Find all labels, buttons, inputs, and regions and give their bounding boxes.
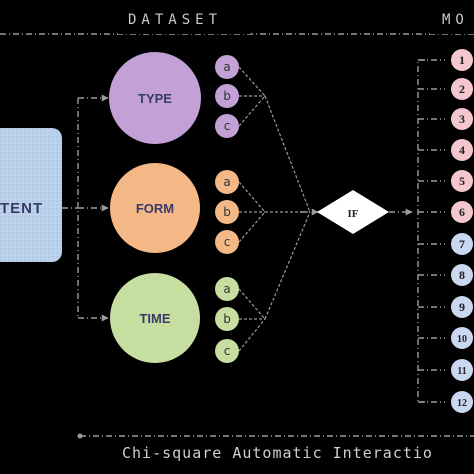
option-time-c: c bbox=[224, 344, 231, 358]
output-9: 9 bbox=[459, 300, 465, 314]
category-form: FORM bbox=[110, 163, 200, 253]
option-type-c: c bbox=[224, 119, 231, 133]
decision-label: IF bbox=[348, 208, 359, 220]
footer-dot bbox=[77, 433, 83, 439]
output-10: 10 bbox=[457, 334, 467, 345]
options-type: a b c bbox=[215, 55, 239, 138]
output-blue: 7 8 9 10 11 12 bbox=[451, 233, 473, 413]
output-2: 2 bbox=[459, 82, 465, 96]
option-wires bbox=[238, 66, 311, 352]
output-4: 4 bbox=[459, 143, 465, 157]
output-8: 8 bbox=[459, 268, 465, 282]
category-type: TYPE bbox=[109, 52, 201, 144]
option-time-b: b bbox=[223, 312, 231, 326]
option-type-a: a bbox=[223, 60, 230, 74]
output-7: 7 bbox=[459, 237, 465, 251]
output-3: 3 bbox=[459, 112, 465, 126]
output-6: 6 bbox=[459, 205, 465, 219]
content-box bbox=[0, 128, 62, 262]
output-12: 12 bbox=[457, 398, 467, 409]
content-label: TENT bbox=[0, 200, 43, 217]
option-time-a: a bbox=[223, 282, 230, 296]
options-time: a b c bbox=[215, 277, 239, 363]
option-form-a: a bbox=[223, 175, 230, 189]
output-11: 11 bbox=[457, 366, 466, 377]
output-wires bbox=[418, 59, 445, 403]
category-time: TIME bbox=[110, 273, 200, 363]
output-bracket bbox=[417, 59, 425, 403]
category-time-label: TIME bbox=[139, 311, 170, 326]
category-type-label: TYPE bbox=[138, 91, 172, 106]
header-dataset-bg bbox=[118, 12, 250, 34]
option-type-b: b bbox=[223, 89, 231, 103]
options-form: a b c bbox=[215, 170, 239, 254]
category-form-label: FORM bbox=[136, 201, 174, 216]
header-model-bg bbox=[430, 12, 474, 34]
decision-node: IF bbox=[317, 190, 389, 234]
option-form-b: b bbox=[223, 205, 231, 219]
header-model: MO bbox=[442, 12, 469, 28]
header-dataset: DATASET bbox=[128, 12, 222, 28]
output-1: 1 bbox=[459, 53, 465, 67]
output-5: 5 bbox=[459, 174, 465, 188]
output-pink: 1 2 3 4 5 6 bbox=[451, 49, 473, 223]
option-form-c: c bbox=[224, 235, 231, 249]
footer-text: Chi-square Automatic Interactio bbox=[122, 444, 433, 462]
branch-trunk bbox=[62, 98, 79, 318]
